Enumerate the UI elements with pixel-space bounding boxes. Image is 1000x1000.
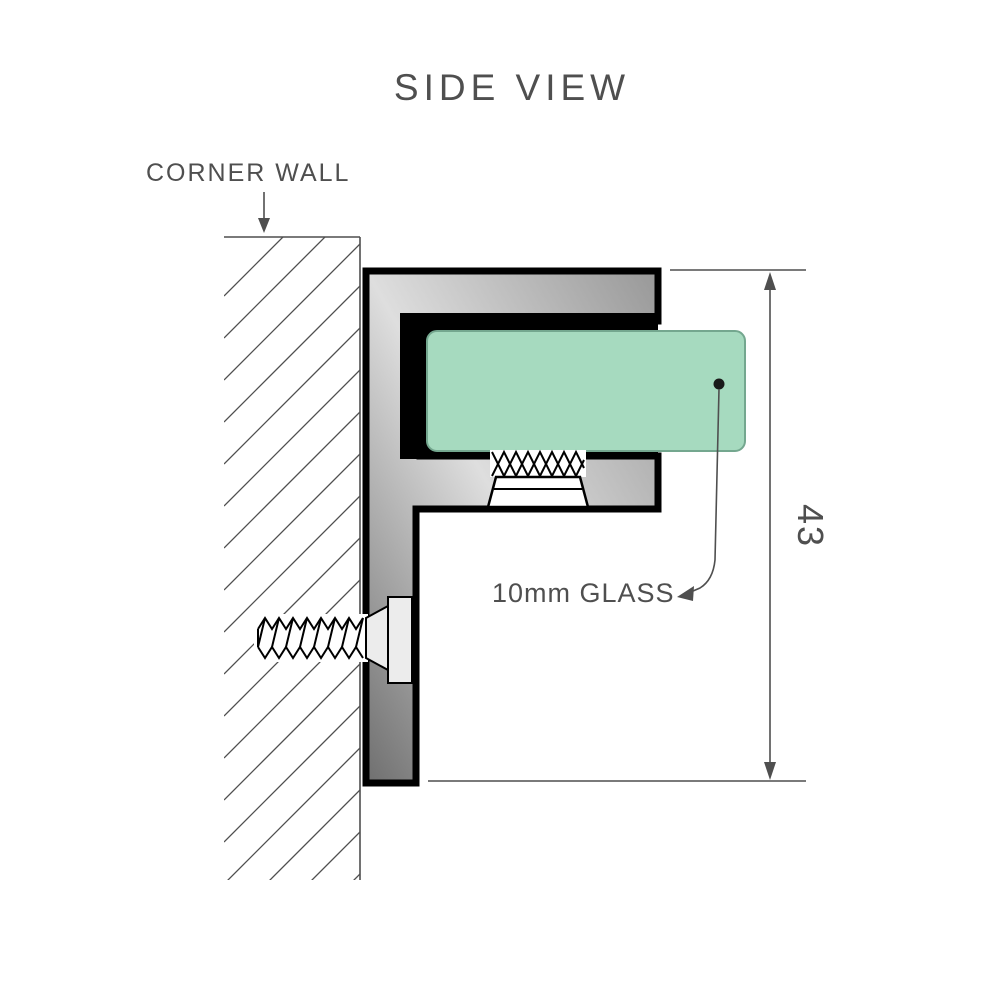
grub-screw-cup <box>486 475 590 509</box>
fixing-screw-seat <box>365 604 389 672</box>
glass-callout-arrow <box>677 586 694 601</box>
fixing-screw-head <box>387 596 413 684</box>
glass-callout-dot <box>713 378 725 390</box>
glass-panel <box>426 330 746 452</box>
wall-hatching <box>224 237 360 880</box>
dimension-arrow-top <box>764 272 776 290</box>
glass-callout-leader <box>685 388 720 595</box>
glass-label: 10mm GLASS <box>492 578 675 608</box>
dimension-43: 43 <box>428 269 831 782</box>
wall <box>224 236 361 880</box>
dimension-value: 43 <box>790 504 831 548</box>
diagram-title: SIDE VIEW <box>394 67 630 108</box>
fixing-screw <box>254 596 413 684</box>
corner-wall-arrow <box>258 192 270 233</box>
dimension-arrow-bottom <box>764 762 776 780</box>
corner-wall-label: CORNER WALL <box>146 159 350 187</box>
grub-screw <box>486 449 590 509</box>
glass-callout: 10mm GLASS <box>492 378 725 608</box>
